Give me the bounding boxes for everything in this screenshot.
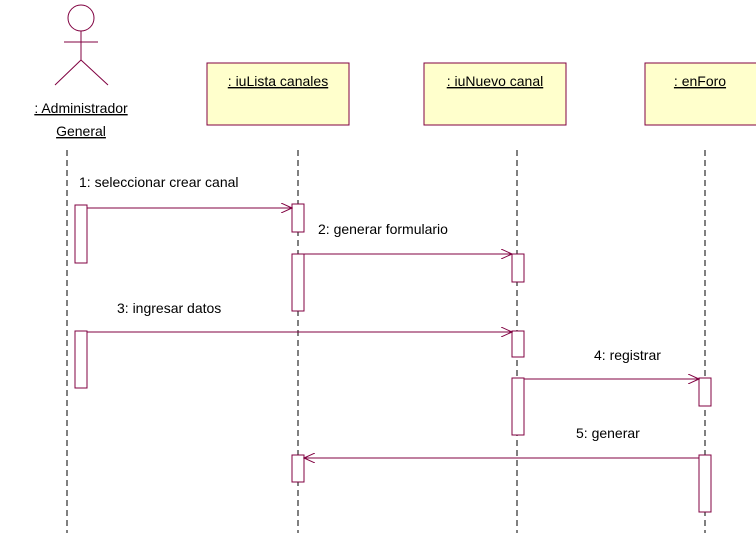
object-box-enforo — [644, 62, 756, 126]
message-label-4: 4: registrar — [594, 347, 661, 363]
object-box-iunuevo-canal — [423, 62, 567, 126]
activation-bar — [291, 253, 305, 312]
object-box-iulista-canales — [206, 62, 350, 126]
activation-bar — [698, 454, 712, 513]
actor-icon — [54, 4, 109, 86]
actor-name-line2: General — [56, 123, 106, 139]
object-label-enforo: : enForo — [674, 73, 726, 89]
message-label-2: 2: generar formulario — [318, 221, 448, 237]
activation-bar — [511, 253, 525, 283]
message-label-1: 1: seleccionar crear canal — [79, 174, 239, 190]
activation-bar — [511, 330, 525, 358]
message-label-3: 3: ingresar datos — [117, 300, 221, 316]
activation-bar — [511, 377, 525, 436]
activation-bar — [291, 203, 305, 233]
activation-bar — [74, 330, 88, 389]
activation-bar — [291, 454, 305, 483]
object-label-iulista-canales: : iuLista canales — [228, 73, 328, 89]
object-label-iunuevo-canal: : iuNuevo canal — [447, 73, 544, 89]
activation-bar — [74, 204, 88, 264]
activation-bar — [698, 377, 712, 407]
message-label-5: 5: generar — [576, 425, 640, 441]
actor-name-line1: : Administrador — [34, 100, 128, 116]
